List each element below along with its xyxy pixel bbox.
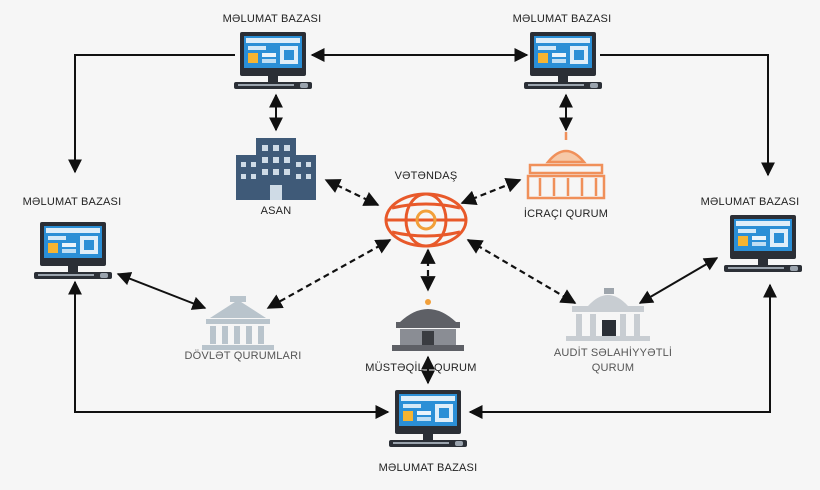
link-db-mid-right-db-bottom xyxy=(468,283,777,419)
link-db-top-right-db-mid-right xyxy=(600,54,775,177)
label-db-top-left: MƏLUMAT BAZASI xyxy=(222,13,322,25)
label-vetendas: VƏTƏNDAŞ xyxy=(394,170,458,182)
government-building-icon xyxy=(526,132,606,200)
label-icraci: İCRAÇI QURUM xyxy=(523,208,609,220)
link-db-mid-left-dovlet xyxy=(116,272,207,310)
computer-icon-mid-left xyxy=(34,222,112,279)
database-links xyxy=(68,48,777,419)
government-building-icon-dovlet xyxy=(202,296,274,350)
label-db-top-right: MƏLUMAT BAZASI xyxy=(512,13,612,25)
label-audit-line2: QURUM xyxy=(591,362,635,374)
citizen-links xyxy=(266,177,577,309)
label-db-bottom: MƏLUMAT BAZASI xyxy=(378,462,478,474)
globe-network-icon xyxy=(384,192,468,248)
label-musteqil-left: MÜSTƏQİL xyxy=(365,362,424,374)
link-db-mid-right-audit xyxy=(638,257,719,304)
office-building-icon xyxy=(236,138,316,200)
link-vetendas-audit xyxy=(466,239,577,304)
label-musteqil-right: QURUM xyxy=(434,362,477,374)
link-vetendas-icraci xyxy=(460,177,522,206)
link-vetendas-asan xyxy=(324,179,380,206)
observatory-building-icon xyxy=(566,288,650,341)
label-db-mid-left: MƏLUMAT BAZASI xyxy=(22,196,122,208)
computer-icon-top-right xyxy=(524,32,602,89)
label-db-mid-right: MƏLUMAT BAZASI xyxy=(700,196,800,208)
computer-icon-mid-right xyxy=(724,215,802,272)
label-asan: ASAN xyxy=(260,205,292,217)
label-dovlet: DÖVLƏT QURUMLARI xyxy=(184,350,302,362)
computer-icon-bottom xyxy=(389,390,467,447)
label-audit-line1: AUDİT SƏLAHİYYƏTLİ xyxy=(553,347,673,359)
link-db-top-left-db-mid-left xyxy=(68,54,235,174)
link-db-mid-left-db-bottom xyxy=(68,280,390,419)
computer-icon-top-left xyxy=(234,32,312,89)
link-vetendas-dovlet xyxy=(266,239,392,309)
government-building-icon-musteqil xyxy=(392,299,464,351)
